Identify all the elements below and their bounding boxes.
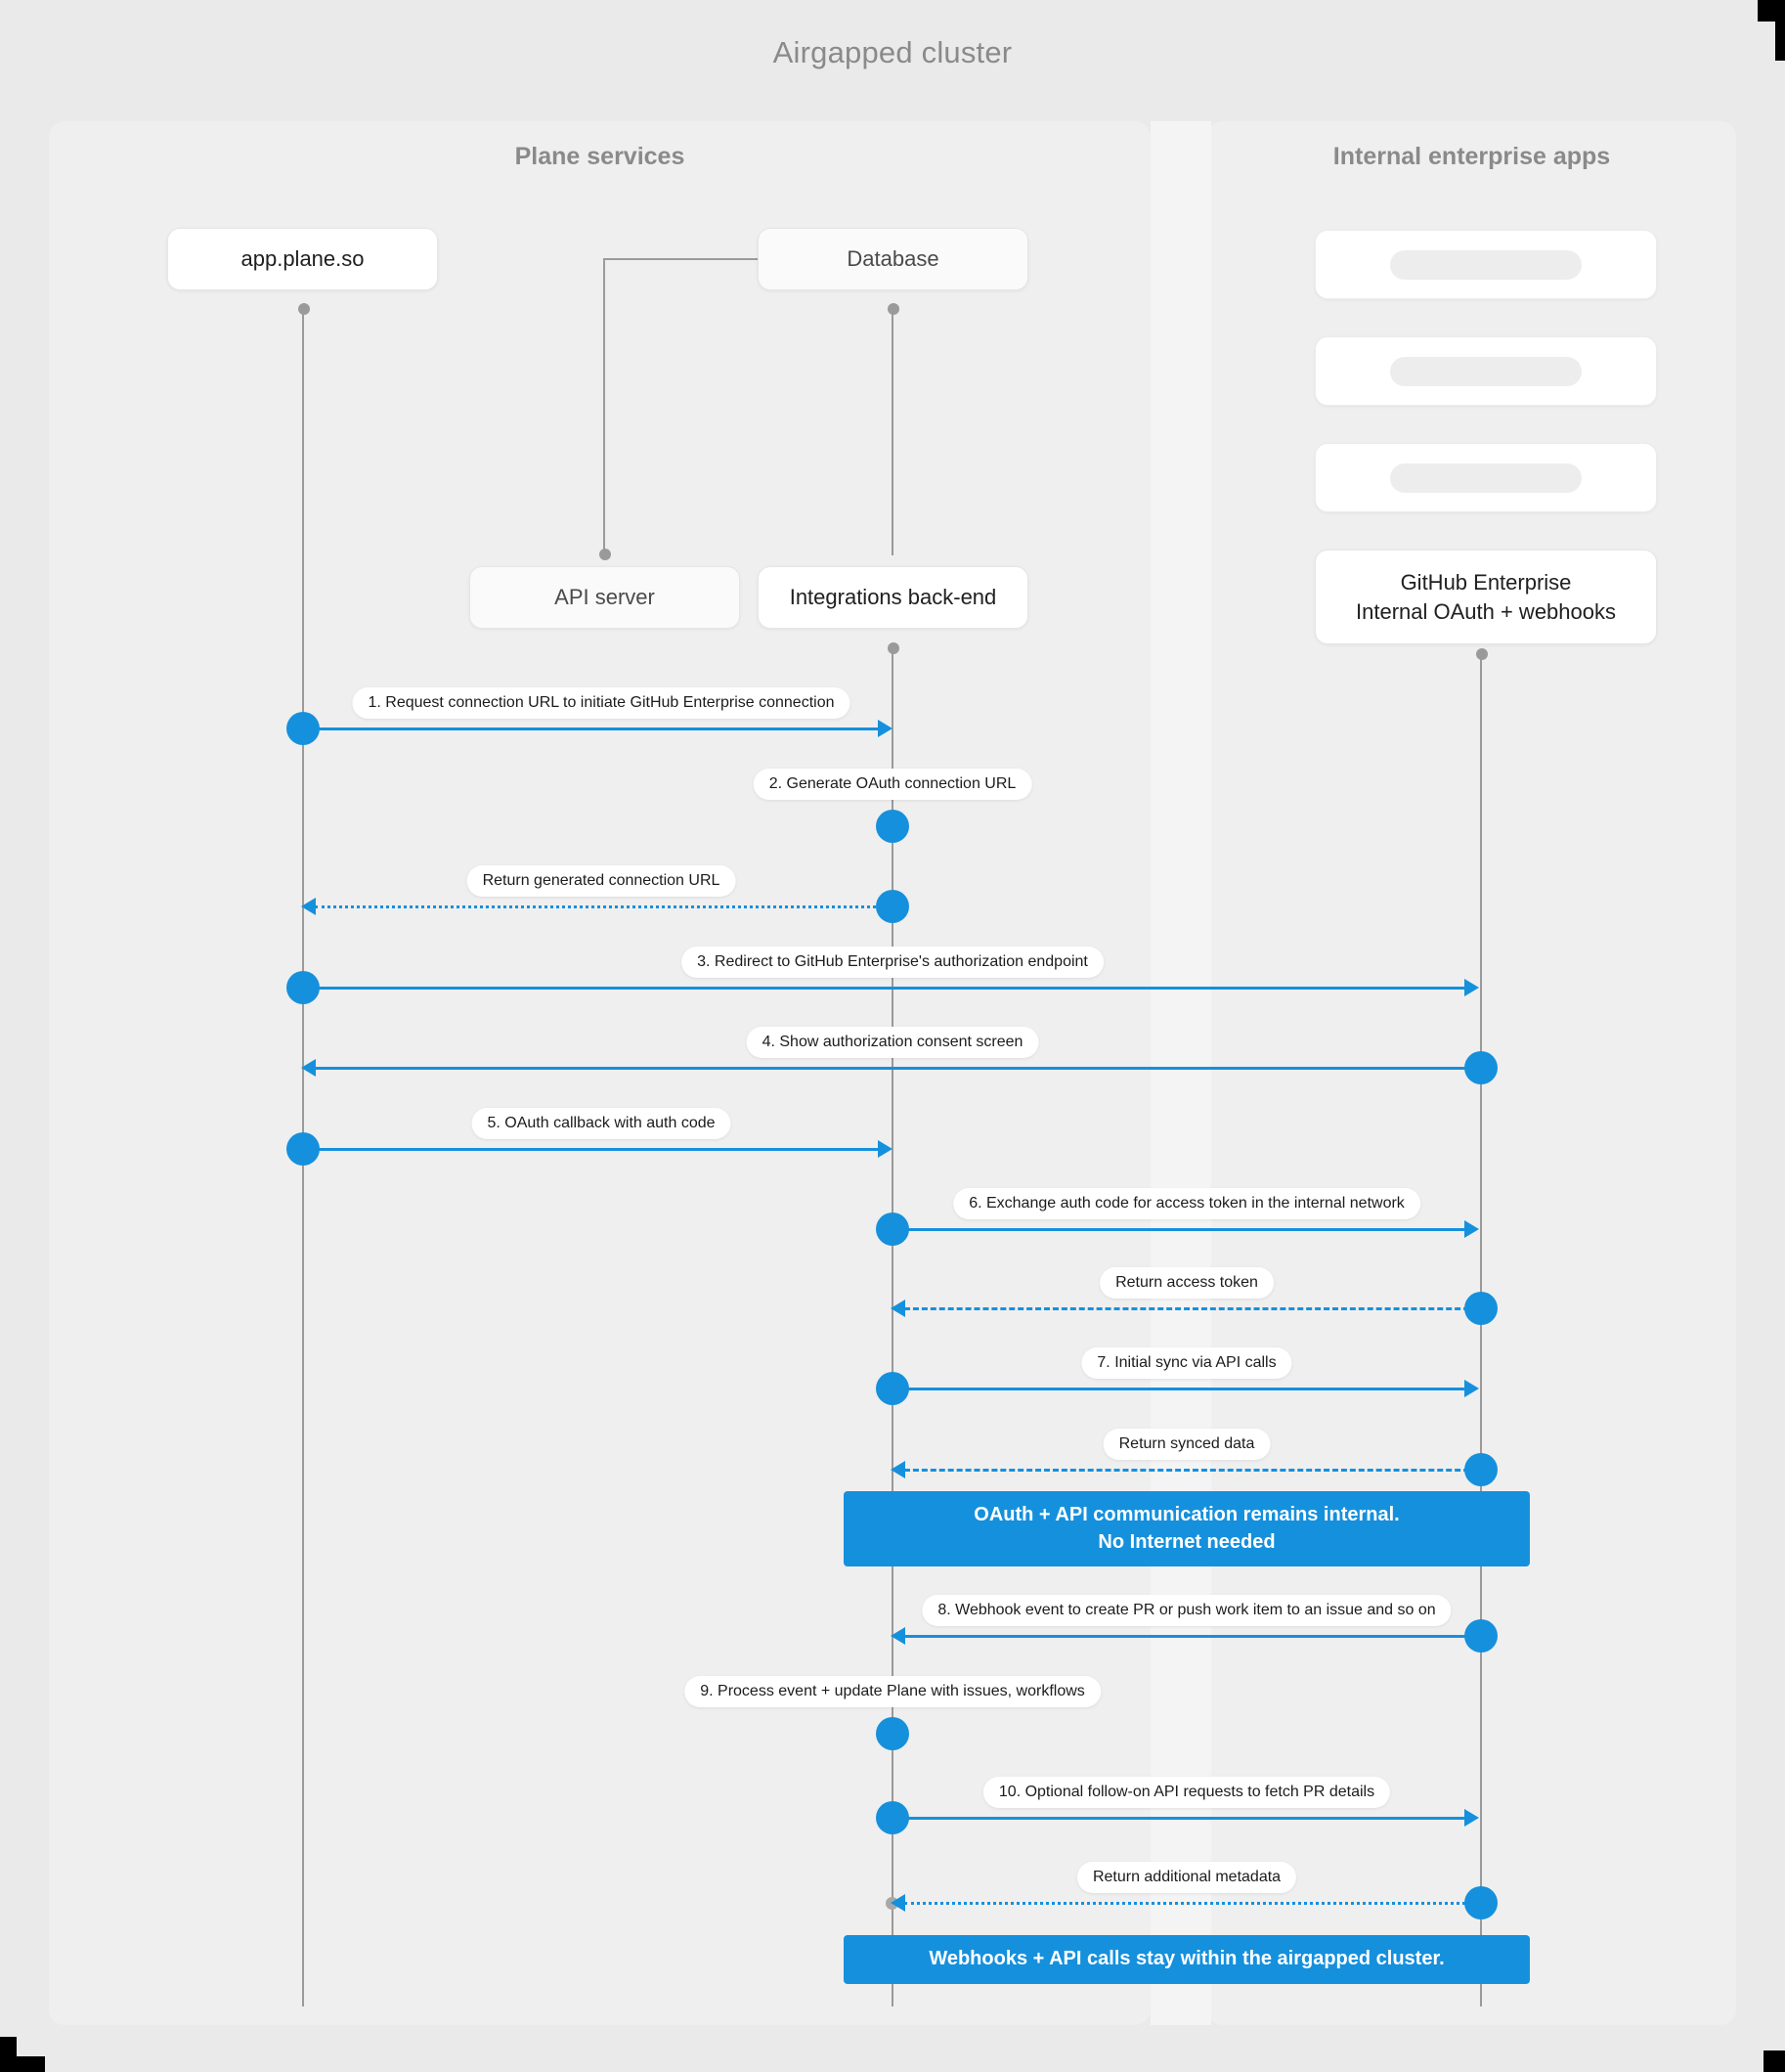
- activation-dot-m6-source: [286, 1132, 320, 1166]
- message-line-m1: [303, 727, 880, 730]
- message-line-m11: [904, 1635, 1478, 1638]
- message-label-m2: 2. Generate OAuth connection URL: [753, 769, 1032, 800]
- note-oauth-internal-line2: No Internet needed: [1098, 1530, 1276, 1553]
- arrow-head-m8: [891, 1300, 905, 1317]
- arrow-head-m13: [1464, 1809, 1479, 1827]
- message-line-m7: [892, 1228, 1466, 1231]
- activation-dot-m9-source: [876, 1372, 909, 1405]
- group-plane-services: Plane services: [49, 121, 1151, 2025]
- participant-integrations-backend[interactable]: Integrations back-end: [758, 566, 1028, 629]
- message-label-m4: 3. Redirect to GitHub Enterprise's autho…: [681, 947, 1104, 978]
- activation-dot-m8-source: [1464, 1292, 1498, 1325]
- message-label-m6: 5. OAuth callback with auth code: [471, 1108, 731, 1139]
- activation-dot-m7-source: [876, 1212, 909, 1246]
- activation-dot-m12: [876, 1717, 909, 1750]
- connector-database-to-api-server-horizontal: [603, 258, 836, 260]
- message-label-m14: Return additional metadata: [1076, 1862, 1297, 1893]
- lifeline-github-enterprise: [1480, 651, 1482, 2006]
- activation-dot-m2: [876, 810, 909, 843]
- message-line-m10: [904, 1469, 1478, 1472]
- activation-dot-m5-source: [1464, 1051, 1498, 1084]
- message-line-m14: [904, 1902, 1478, 1905]
- message-line-m8: [904, 1307, 1478, 1310]
- message-label-m8: Return access token: [1100, 1267, 1274, 1299]
- corner-mark-bottom-left-vertical: [0, 2037, 17, 2072]
- internal-app-placeholder-3[interactable]: [1315, 443, 1657, 512]
- participant-database[interactable]: Database: [758, 228, 1028, 290]
- lifeline-cap-database: [888, 303, 899, 315]
- arrow-head-m9: [1464, 1380, 1479, 1397]
- message-label-m12: 9. Process event + update Plane with iss…: [684, 1676, 1101, 1707]
- arrow-head-m10: [891, 1461, 905, 1478]
- participant-api-server[interactable]: API server: [469, 566, 740, 629]
- background-shade-band: [1151, 121, 1211, 2025]
- message-line-m6: [303, 1148, 880, 1151]
- activation-dot-m13-source: [876, 1801, 909, 1834]
- placeholder-pill-3: [1390, 463, 1582, 493]
- arrow-head-m11: [891, 1627, 905, 1645]
- message-label-m11: 8. Webhook event to create PR or push wo…: [922, 1595, 1452, 1626]
- participant-github-enterprise[interactable]: GitHub Enterprise Internal OAuth + webho…: [1315, 550, 1657, 644]
- arrow-head-m3: [301, 898, 316, 915]
- message-label-m1: 1. Request connection URL to initiate Gi…: [352, 687, 850, 719]
- message-label-m10: Return synced data: [1103, 1429, 1271, 1460]
- activation-dot-m14-source: [1464, 1886, 1498, 1919]
- message-line-m5: [315, 1067, 1478, 1070]
- message-label-m7: 6. Exchange auth code for access token i…: [953, 1188, 1420, 1219]
- participant-app-plane-so[interactable]: app.plane.so: [167, 228, 438, 290]
- diagram-title: Airgapped cluster: [772, 35, 1013, 69]
- arrow-head-m4: [1464, 979, 1479, 996]
- lifeline-cap-integrations-backend: [888, 642, 899, 654]
- activation-dot-m1-source: [286, 712, 320, 745]
- participant-github-enterprise-line1: GitHub Enterprise: [1400, 570, 1572, 595]
- message-line-m13: [892, 1817, 1466, 1820]
- lifeline-database: [892, 305, 893, 555]
- message-line-m3: [315, 905, 882, 908]
- message-line-m4: [303, 987, 1466, 990]
- internal-app-placeholder-2[interactable]: [1315, 336, 1657, 406]
- connector-endpoint-dot-api-server: [599, 549, 611, 560]
- note-webhooks-airgapped: Webhooks + API calls stay within the air…: [844, 1935, 1530, 1984]
- lifeline-cap-github-enterprise: [1476, 648, 1488, 660]
- message-label-m13: 10. Optional follow-on API requests to f…: [982, 1777, 1391, 1808]
- group-plane-services-title: Plane services: [514, 143, 685, 170]
- message-label-m9: 7. Initial sync via API calls: [1081, 1347, 1292, 1379]
- arrow-head-m5: [301, 1059, 316, 1077]
- note-oauth-internal-line1: OAuth + API communication remains intern…: [974, 1503, 1400, 1525]
- arrow-head-m1: [878, 720, 892, 737]
- participant-github-enterprise-line2: Internal OAuth + webhooks: [1356, 598, 1616, 624]
- corner-mark-bottom-right: [1763, 2050, 1785, 2072]
- lifeline-integrations-backend: [892, 645, 893, 2006]
- corner-mark-top-right-vertical: [1775, 0, 1785, 61]
- placeholder-pill-2: [1390, 356, 1582, 386]
- arrow-head-m14: [891, 1894, 905, 1912]
- activation-dot-m3-source: [876, 890, 909, 923]
- message-label-m3: Return generated connection URL: [466, 865, 736, 897]
- message-label-m5: 4. Show authorization consent screen: [746, 1027, 1039, 1058]
- activation-dot-m10-source: [1464, 1453, 1498, 1486]
- arrow-head-m6: [878, 1140, 892, 1158]
- note-oauth-internal: OAuth + API communication remains intern…: [844, 1491, 1530, 1566]
- connector-database-to-api-server-vertical: [603, 258, 605, 555]
- placeholder-pill-1: [1390, 249, 1582, 280]
- internal-app-placeholder-1[interactable]: [1315, 230, 1657, 299]
- group-internal-enterprise-apps-title: Internal enterprise apps: [1332, 143, 1611, 170]
- lifeline-cap-app-plane-so: [298, 303, 310, 315]
- arrow-head-m7: [1464, 1220, 1479, 1238]
- activation-dot-m11-source: [1464, 1619, 1498, 1653]
- message-line-m9: [892, 1388, 1466, 1390]
- activation-dot-m4-source: [286, 971, 320, 1004]
